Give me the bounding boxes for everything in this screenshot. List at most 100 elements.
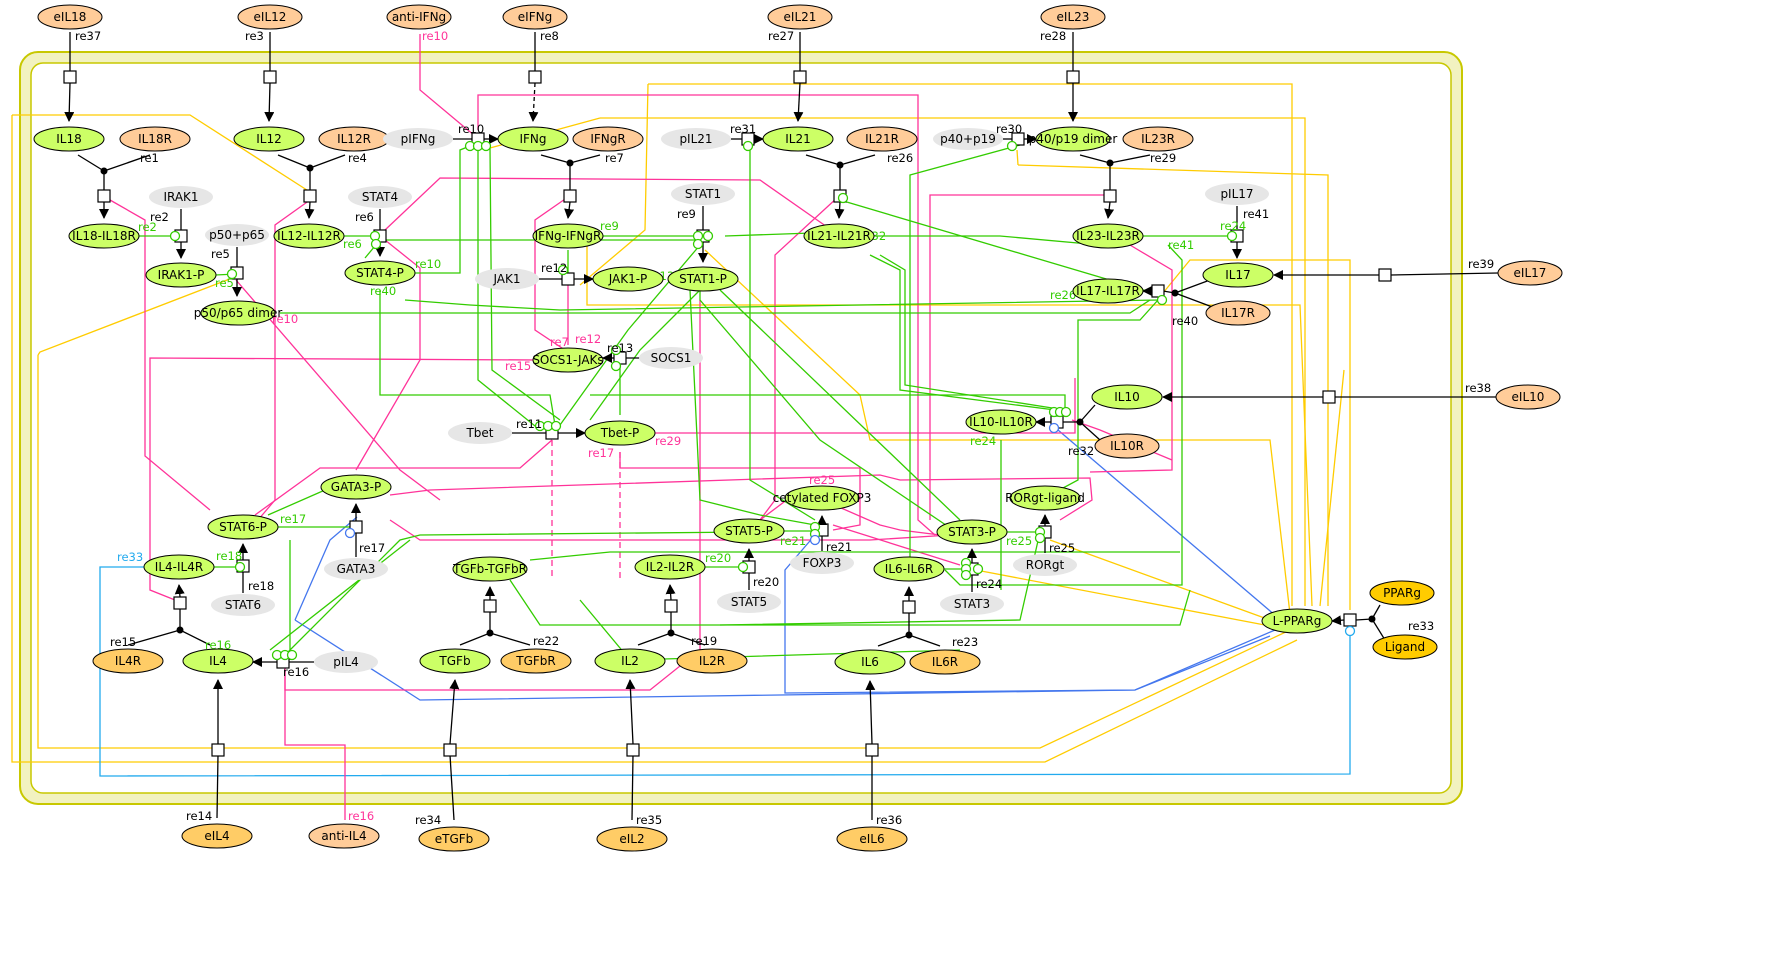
species-shape[interactable] <box>205 224 269 246</box>
reaction-node[interactable] <box>1322 390 1336 404</box>
species-afoxp3[interactable]: cetylated FOXP3 <box>773 485 872 511</box>
transport-reaction-node[interactable] <box>1066 70 1080 84</box>
species-stat6p[interactable]: STAT6-P <box>207 514 279 540</box>
species-stat4p[interactable]: STAT4-P <box>344 260 416 286</box>
species-stat3[interactable]: STAT3 <box>940 593 1004 615</box>
species-shape[interactable] <box>532 223 604 249</box>
species-gata3[interactable]: GATA3 <box>324 558 388 580</box>
species-p40p19dimer[interactable]: p40/p19 dimer <box>1029 126 1118 152</box>
species-shape[interactable] <box>324 558 388 580</box>
species-shape[interactable] <box>1072 278 1144 304</box>
species-stat1p[interactable]: STAT1-P <box>667 266 739 292</box>
binding-reaction-node[interactable] <box>1103 189 1117 203</box>
species-shape[interactable] <box>767 4 833 30</box>
species-il2il2r[interactable]: IL2-IL2R <box>634 554 706 580</box>
species-shape[interactable] <box>933 128 1003 150</box>
species-rorgtligand[interactable]: RORgt-ligand <box>1005 485 1085 511</box>
species-p40p19[interactable]: p40+p19 <box>933 128 1003 150</box>
species-rorgt[interactable]: RORgt <box>1013 554 1077 576</box>
species-il12[interactable]: IL12 <box>233 126 305 152</box>
species-jak1p[interactable]: JAK1-P <box>592 266 664 292</box>
species-shape[interactable] <box>500 648 572 674</box>
binding-reaction-node[interactable] <box>483 599 497 613</box>
species-shape[interactable] <box>1040 4 1106 30</box>
species-shape[interactable] <box>344 260 416 286</box>
species-shape[interactable] <box>965 409 1037 435</box>
species-il10[interactable]: IL10 <box>1091 384 1163 410</box>
species-stat6[interactable]: STAT6 <box>211 594 275 616</box>
species-shape[interactable] <box>33 126 105 152</box>
species-shape[interactable] <box>1122 126 1194 152</box>
transport-reaction-node[interactable] <box>263 70 277 84</box>
species-eil12[interactable]: eIL12 <box>237 4 303 30</box>
species-shape[interactable] <box>1091 384 1163 410</box>
species-shape[interactable] <box>119 126 191 152</box>
species-tgfbtgfbr[interactable]: TGFb-TGFbR <box>452 556 528 582</box>
species-shape[interactable] <box>592 266 664 292</box>
reaction-node[interactable] <box>528 70 542 84</box>
species-shape[interactable] <box>211 594 275 616</box>
species-pparg[interactable]: PPARg <box>1369 580 1435 606</box>
species-stat4[interactable]: STAT4 <box>348 186 412 208</box>
species-il23r[interactable]: IL23R <box>1122 126 1194 152</box>
species-stat3p[interactable]: STAT3-P <box>936 519 1008 545</box>
species-eil6[interactable]: eIL6 <box>836 826 908 852</box>
binding-reaction-node[interactable] <box>902 600 916 614</box>
species-shape[interactable] <box>846 126 918 152</box>
species-il12il12r[interactable]: IL12-IL12R <box>273 223 345 249</box>
species-il10il10r[interactable]: IL10-IL10R <box>965 409 1037 435</box>
species-il21r[interactable]: IL21R <box>846 126 918 152</box>
binding-reaction-node[interactable] <box>97 189 111 203</box>
reaction-node[interactable] <box>211 743 225 757</box>
species-shape[interactable] <box>836 826 908 852</box>
species-shape[interactable] <box>1369 580 1435 606</box>
species-shape[interactable] <box>149 186 213 208</box>
species-p50p65dimer[interactable]: p50/p65 dimer <box>194 300 283 326</box>
species-pil21[interactable]: pIL21 <box>661 128 731 150</box>
species-p50p65[interactable]: p50+p65 <box>205 224 269 246</box>
binding-reaction-node[interactable] <box>563 189 577 203</box>
species-shape[interactable] <box>1202 262 1274 288</box>
species-il4r[interactable]: IL4R <box>92 648 164 674</box>
species-shape[interactable] <box>634 554 706 580</box>
species-shape[interactable] <box>273 223 345 249</box>
species-shape[interactable] <box>348 186 412 208</box>
species-il12r[interactable]: IL12R <box>318 126 390 152</box>
species-il17il17r[interactable]: IL17-IL17R <box>1072 278 1144 304</box>
species-shape[interactable] <box>909 649 981 675</box>
species-shape[interactable] <box>383 128 453 150</box>
species-il4il4r[interactable]: IL4-IL4R <box>143 554 215 580</box>
species-pil4[interactable]: pIL4 <box>314 651 378 673</box>
species-etgfb[interactable]: eTGFb <box>418 826 490 852</box>
species-socs1[interactable]: SOCS1 <box>639 347 703 369</box>
species-il2[interactable]: IL2 <box>594 648 666 674</box>
species-pifng[interactable]: pIFNg <box>383 128 453 150</box>
species-shape[interactable] <box>181 823 253 849</box>
species-stat5[interactable]: STAT5 <box>717 591 781 613</box>
transport-reaction-node[interactable] <box>63 70 77 84</box>
species-shape[interactable] <box>1072 223 1144 249</box>
species-antiifng[interactable]: anti-IFNg <box>386 4 452 30</box>
species-stat5p[interactable]: STAT5-P <box>713 518 785 544</box>
species-shape[interactable] <box>784 485 860 511</box>
species-shape[interactable] <box>532 347 604 373</box>
species-shape[interactable] <box>661 128 731 150</box>
species-il6[interactable]: IL6 <box>834 649 906 675</box>
reaction-node[interactable] <box>626 743 640 757</box>
species-shape[interactable] <box>717 591 781 613</box>
species-il6r[interactable]: IL6R <box>909 649 981 675</box>
species-eifng[interactable]: eIFNg <box>502 4 568 30</box>
species-shape[interactable] <box>308 823 380 849</box>
species-il4[interactable]: IL4 <box>182 648 254 674</box>
species-shape[interactable] <box>1372 634 1438 660</box>
species-lpparg[interactable]: L-PPARg <box>1261 608 1333 634</box>
species-il18il18r[interactable]: IL18-IL18R <box>68 223 140 249</box>
species-foxp3[interactable]: FOXP3 <box>790 552 854 574</box>
species-eil2[interactable]: eIL2 <box>596 826 668 852</box>
species-shape[interactable] <box>936 519 1008 545</box>
species-shape[interactable] <box>314 651 378 673</box>
species-il17r[interactable]: IL17R <box>1205 300 1271 326</box>
species-socs1jaks[interactable]: SOCS1-JAKs <box>532 347 604 373</box>
species-shape[interactable] <box>68 223 140 249</box>
species-shape[interactable] <box>475 268 539 290</box>
